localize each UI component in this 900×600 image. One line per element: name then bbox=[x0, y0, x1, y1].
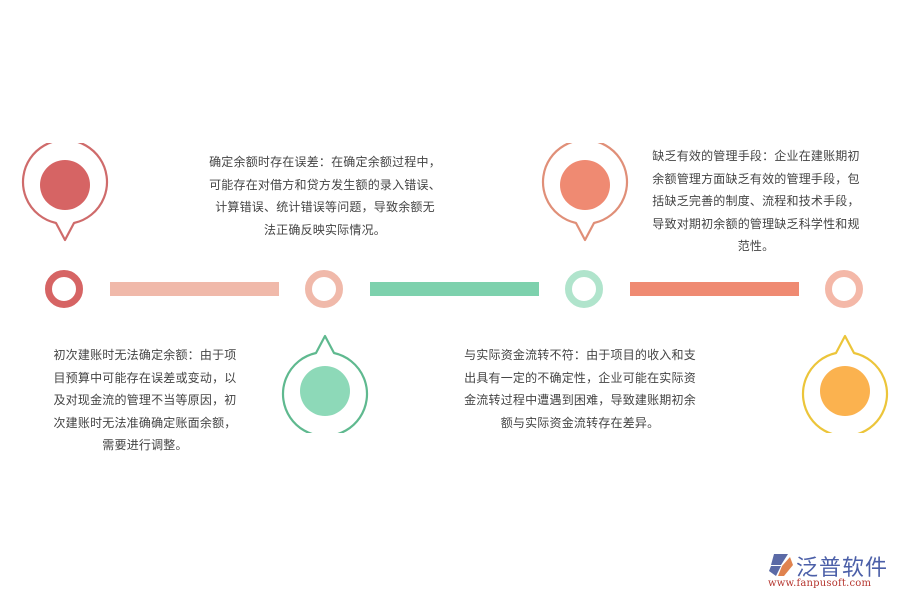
desc-line: 初次建账时无法确定余额：由于项 bbox=[53, 348, 237, 362]
pin-node-3 bbox=[540, 143, 630, 243]
logo-mark-icon bbox=[769, 554, 793, 576]
desc-line: 需要进行调整。 bbox=[102, 438, 188, 452]
map-pin-icon bbox=[21, 143, 109, 242]
pin-node-1 bbox=[20, 143, 110, 243]
desc-line: 法正确反映实际情况。 bbox=[263, 222, 386, 237]
map-pin-icon bbox=[801, 334, 889, 433]
desc-line: 计算错误、统计错误等问题，导致余额无 bbox=[215, 200, 435, 214]
logo-url: www.fanpusoft.com bbox=[768, 578, 872, 589]
desc-line: 确定余额时存在误差：在确定余额过程中， bbox=[209, 155, 441, 169]
connector-3-4 bbox=[630, 282, 799, 296]
timeline-node-4 bbox=[825, 270, 863, 308]
desc-line: 导致对期初余额的管理缺乏科学性和规 bbox=[652, 216, 860, 231]
node-1-description: 初次建账时无法确定余额：由于项 目预算中可能存在误差或变动，以 及对现金流的管理… bbox=[44, 344, 246, 457]
map-pin-icon bbox=[541, 143, 629, 242]
desc-line: 括缺乏完善的制度、流程和技术手段， bbox=[652, 194, 860, 208]
desc-line: 缺乏有效的管理手段：企业在建账期初 bbox=[652, 149, 860, 163]
map-pin-icon bbox=[281, 334, 369, 433]
logo-name: 泛普软件 bbox=[796, 556, 889, 581]
desc-line: 可能存在对借方和贷方发生额的录入错误、 bbox=[209, 177, 441, 192]
timeline-node-1 bbox=[45, 270, 83, 308]
desc-line: 额与实际资金流转存在差异。 bbox=[500, 415, 660, 430]
desc-line: 金流转过程中遭遇到困难，导致建账期初余 bbox=[464, 393, 696, 407]
desc-line: 及对现金流的管理不当等原因，初 bbox=[53, 393, 237, 407]
connector-1-2 bbox=[110, 282, 279, 296]
pin-node-4 bbox=[800, 333, 890, 433]
node-2-description: 确定余额时存在误差：在确定余额过程中， 可能存在对借方和贷方发生额的录入错误、 … bbox=[203, 151, 447, 241]
desc-line: 与实际资金流转不符：由于项目的收入和支 bbox=[464, 348, 696, 362]
desc-line: 余额管理方面缺乏有效的管理手段，包 bbox=[652, 171, 860, 186]
desc-line: 次建账时无法准确确定账面余额， bbox=[53, 415, 237, 430]
pin-node-2 bbox=[280, 333, 370, 433]
timeline-node-2 bbox=[305, 270, 343, 308]
connector-2-3 bbox=[370, 282, 539, 296]
timeline-node-3 bbox=[565, 270, 603, 308]
node-4-description: 缺乏有效的管理手段：企业在建账期初 余额管理方面缺乏有效的管理手段，包 括缺乏完… bbox=[645, 145, 867, 258]
node-3-description: 与实际资金流转不符：由于项目的收入和支 出具有一定的不确定性，企业可能在实际资 … bbox=[462, 344, 698, 434]
desc-line: 目预算中可能存在误差或变动，以 bbox=[53, 370, 237, 385]
desc-line: 范性。 bbox=[737, 239, 775, 253]
desc-line: 出具有一定的不确定性，企业可能在实际资 bbox=[464, 370, 696, 385]
brand-logo: 泛普软件 www.fanpusoft.com bbox=[768, 553, 893, 597]
